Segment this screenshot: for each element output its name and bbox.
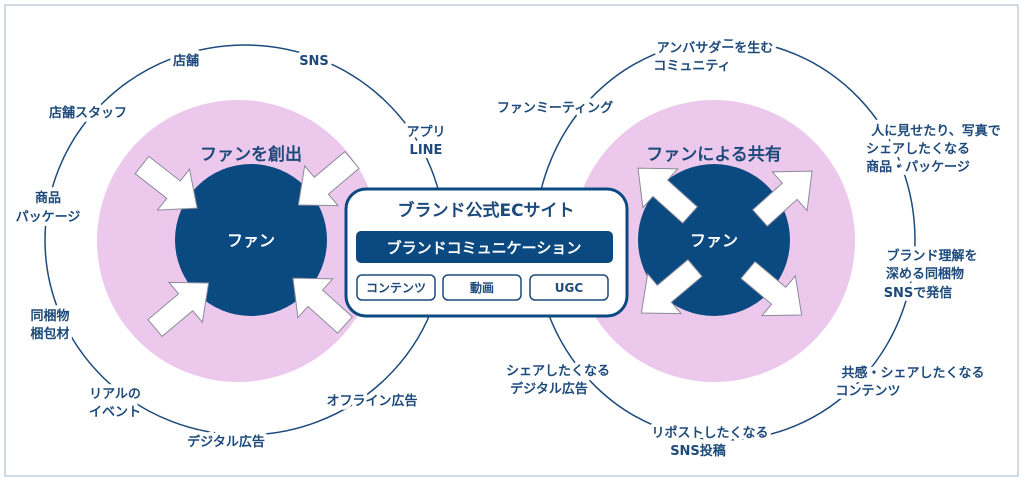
chip-ugc-label: UGC bbox=[555, 281, 584, 295]
left-title: ファンを創出 bbox=[200, 144, 302, 165]
chip-video bbox=[442, 274, 522, 301]
label-contents: コンテンツ bbox=[835, 384, 900, 399]
brand-ec-site-box: ブランド公式ECサイト ブランドコミュニケーション コンテンツ 動画 UGC bbox=[344, 187, 629, 318]
brand-communication-label: ブランドコミュニケーション bbox=[387, 239, 582, 257]
chip-contents-label: コンテンツ bbox=[366, 281, 426, 295]
label-empathy: 共感・シェアしたくなる bbox=[841, 365, 984, 381]
brand-communication-banner bbox=[356, 231, 613, 263]
label-enclosure: 同梱物 bbox=[30, 308, 69, 324]
label-packing: 梱包材 bbox=[30, 326, 69, 342]
label-share-ad: シェアしたくなる bbox=[506, 364, 610, 379]
right-title: ファンによる共有 bbox=[646, 144, 782, 165]
left-fan-circle bbox=[175, 164, 327, 316]
label-ambassador: アンバサダーを生む bbox=[657, 40, 773, 56]
label-show: 人に見せたり、写真で bbox=[871, 123, 1000, 139]
chip-ugc bbox=[529, 274, 609, 301]
label-event: イベント bbox=[89, 405, 141, 420]
label-sns-post: SNSで発信 bbox=[884, 285, 953, 301]
label-store-staff: 店舗スタッフ bbox=[49, 105, 127, 121]
chip-contents bbox=[356, 274, 436, 301]
label-digital-ad: デジタル広告 bbox=[187, 434, 265, 450]
label-package: パッケージ bbox=[16, 210, 81, 225]
label-share: シェアしたくなる bbox=[866, 142, 970, 157]
label-offline-ad: オフライン広告 bbox=[326, 393, 417, 409]
label-real: リアルの bbox=[89, 387, 141, 402]
label-app: アプリ bbox=[406, 125, 445, 140]
label-product-package: 商品・パッケージ bbox=[866, 159, 970, 175]
label-community: コミュニティ bbox=[653, 59, 730, 74]
label-store: 店舗 bbox=[173, 53, 199, 69]
ec-site-title: ブランド公式ECサイト bbox=[397, 200, 574, 221]
label-sns-posting: SNS投稿 bbox=[670, 443, 726, 459]
right-core-label: ファン bbox=[690, 231, 738, 250]
label-line: LINE bbox=[410, 143, 443, 158]
label-repost: リポストしたくなる bbox=[651, 425, 768, 441]
label-digital-ad-right: デジタル広告 bbox=[510, 381, 588, 397]
label-deepen: 深める同梱物 bbox=[886, 266, 964, 282]
chip-video-label: 動画 bbox=[470, 280, 494, 295]
label-sns: SNS bbox=[299, 54, 329, 69]
label-understand: ブランド理解を bbox=[886, 248, 977, 264]
label-fan-meeting: ファンミーティング bbox=[497, 100, 613, 116]
label-product: 商品 bbox=[35, 190, 61, 206]
left-core-label: ファン bbox=[227, 231, 275, 250]
